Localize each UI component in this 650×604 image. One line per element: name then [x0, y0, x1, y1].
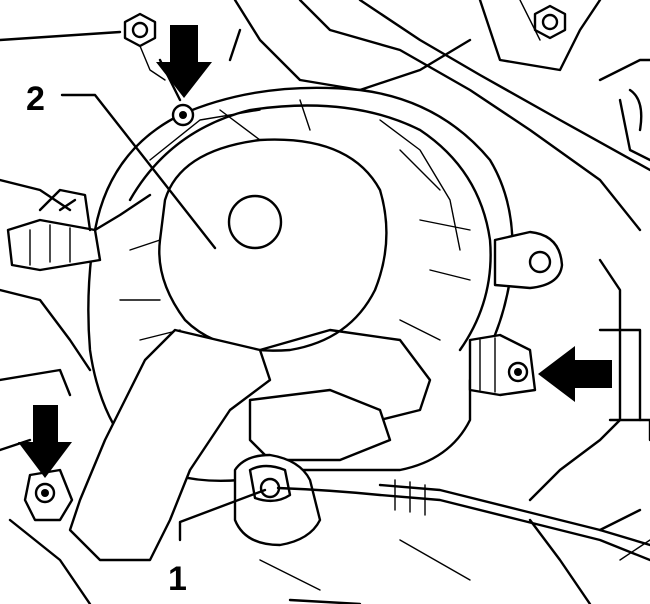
callout-label-2: 2 [26, 80, 45, 118]
arrow-down-icon [18, 405, 72, 478]
electrical-connector-left [6, 188, 152, 272]
top-mounting-nut [123, 12, 166, 81]
arrow-left-icon [538, 346, 612, 402]
bottom-left-mounting-screw [23, 468, 74, 522]
leader-line-1 [178, 488, 267, 542]
arrow-down-icon [156, 25, 212, 98]
top-right-nut [533, 4, 567, 40]
top-mounting-screw [171, 103, 195, 127]
right-bracket-tab [493, 230, 564, 290]
blower-outlet-duct [68, 328, 432, 562]
motor-wiring-connector [233, 453, 650, 562]
leader-line-2 [60, 93, 217, 250]
callout-label-1: 1 [168, 560, 187, 598]
right-mounting-screw [468, 333, 537, 397]
motor-shaft-hub [227, 194, 283, 250]
blower-motor [158, 138, 388, 352]
